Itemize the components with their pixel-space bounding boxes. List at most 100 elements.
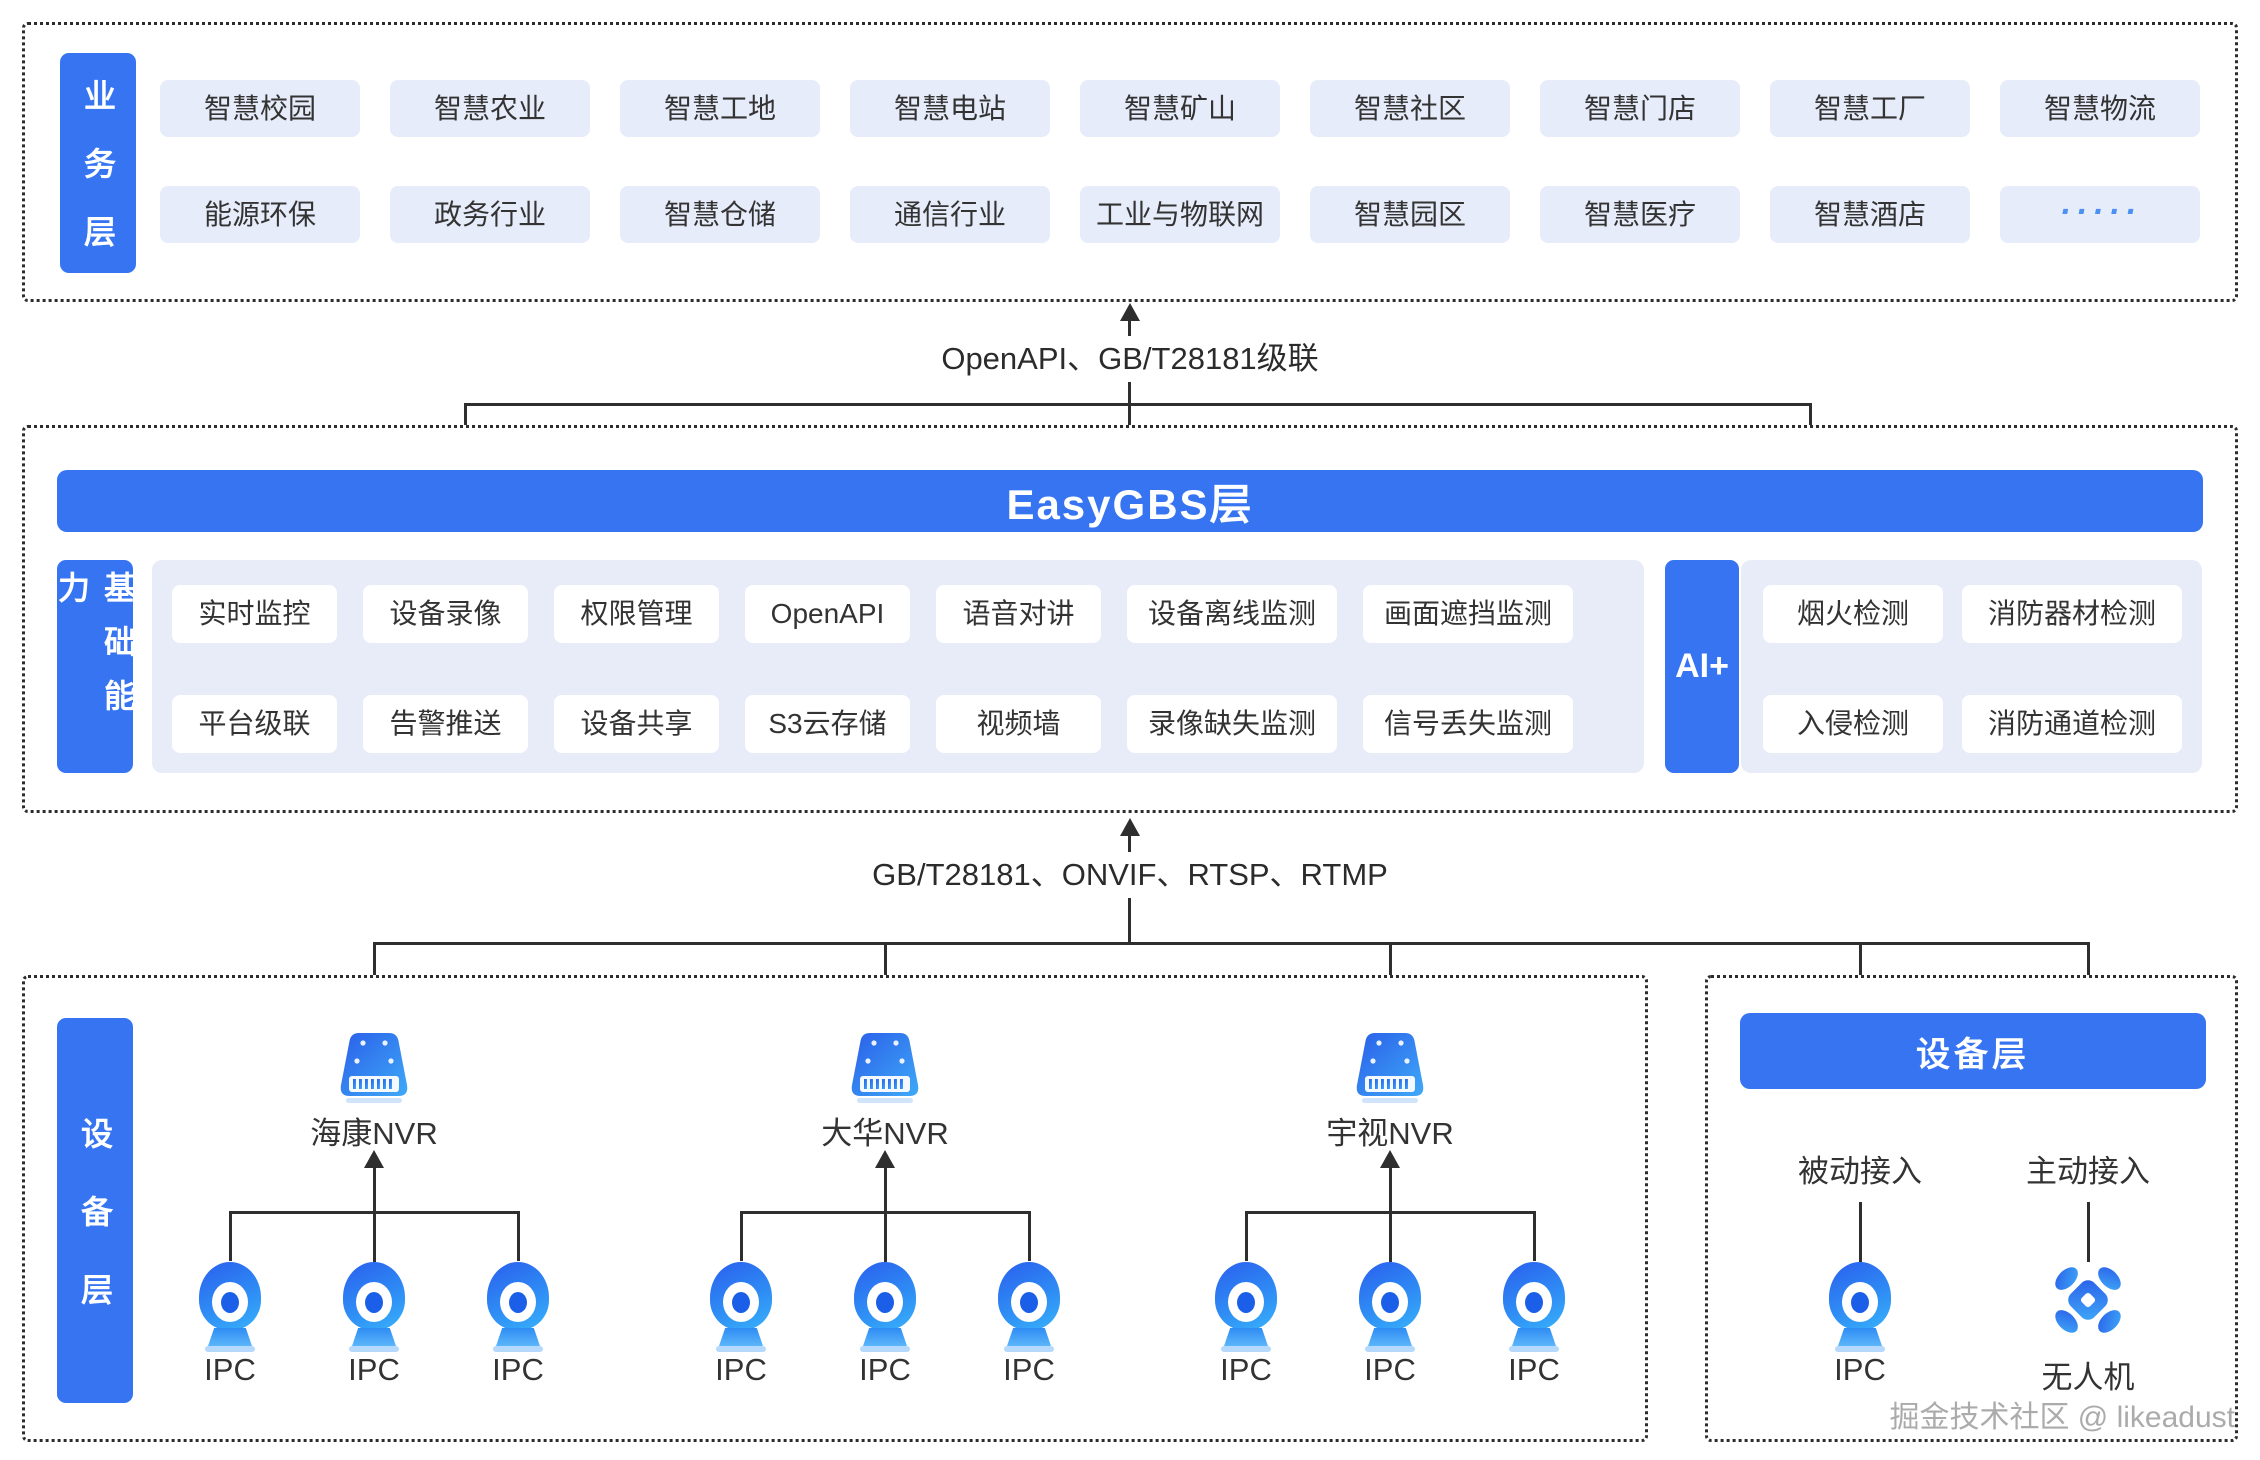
ipc-camera-icon (1359, 1262, 1421, 1352)
ellipsis-dots-icon: ····· (2000, 186, 2200, 243)
ipc-label: IPC (859, 1352, 911, 1387)
passive-access-label: 被动接入 (1798, 1154, 1922, 1189)
capability-item: S3云存储 (745, 695, 910, 753)
ipc-label: IPC (715, 1352, 767, 1387)
nvr-icon (1356, 1033, 1424, 1103)
business-item: 智慧电站 (850, 80, 1050, 137)
ipc-label: IPC (1220, 1352, 1272, 1387)
connector-line (374, 942, 2090, 945)
ai-item: 入侵检测 (1763, 695, 1943, 753)
connector-line (464, 403, 1812, 406)
capability-row: 平台级联 告警推送 设备共享 S3云存储 视频墙 录像缺失监测 信号丢失监测 (172, 695, 1573, 753)
capability-item: 实时监控 (172, 585, 337, 643)
capability-item: 语音对讲 (936, 585, 1101, 643)
ipc-camera-icon (710, 1262, 772, 1352)
ai-item: 烟火检测 (1763, 585, 1943, 643)
right-device-panel-title-text: 设备层 (1916, 1035, 2030, 1074)
ai-row: 入侵检测 消防通道检测 (1763, 695, 2182, 753)
connector-line (1244, 1211, 1248, 1261)
nvr-icon (340, 1033, 408, 1103)
connector-line (228, 1211, 232, 1261)
ipc-camera-icon (854, 1262, 916, 1352)
ai-item: 消防器材检测 (1962, 585, 2182, 643)
capability-item: 视频墙 (936, 695, 1101, 753)
connector-line (1532, 1211, 1536, 1261)
nvr-name: 海康NVR (310, 1116, 438, 1151)
easygbs-title-text: EasyGBS层 (1006, 480, 1254, 528)
capability-item: 录像缺失监测 (1127, 695, 1337, 753)
arrow-up-icon (1380, 1150, 1400, 1168)
device-layer-label: 设备层 (57, 1018, 133, 1403)
capability-item: 平台级联 (172, 695, 337, 753)
ipc-camera-icon (1503, 1262, 1565, 1352)
capability-item: 设备离线监测 (1127, 585, 1337, 643)
ipc-label: IPC (492, 1352, 544, 1387)
connector-line (1246, 1211, 1534, 1214)
nvr-group: 大华NVR IPC IPC IPC (705, 1030, 1065, 1410)
capability-label-text: 基础能力 (54, 571, 136, 733)
nvr-group: 宇视NVR IPC IPC IPC (1210, 1030, 1570, 1410)
arrow-up-icon (364, 1150, 384, 1168)
business-item: 智慧物流 (2000, 80, 2200, 137)
business-item: 智慧矿山 (1080, 80, 1280, 137)
business-item: 智慧园区 (1310, 186, 1510, 243)
right-device-panel-title: 设备层 (1740, 1013, 2206, 1089)
business-item: 通信行业 (850, 186, 1050, 243)
business-item: 政务行业 (390, 186, 590, 243)
active-access-label: 主动接入 (2026, 1154, 2150, 1189)
nvr-name: 宇视NVR (1326, 1116, 1454, 1151)
business-item: 智慧校园 (160, 80, 360, 137)
capability-item: 告警推送 (363, 695, 528, 753)
drone-icon (2055, 1267, 2121, 1333)
arrow-up-icon (1120, 303, 1140, 321)
business-item: 智慧工厂 (1770, 80, 1970, 137)
connector-line (1858, 1202, 1862, 1262)
business-layer-label-text: 业务层 (80, 79, 116, 283)
ipc-camera-icon (487, 1262, 549, 1352)
nvr-icon (851, 1033, 919, 1103)
business-item: 智慧酒店 (1770, 186, 1970, 243)
easygbs-title-bar: EasyGBS层 (57, 470, 2203, 532)
connector-line (1128, 318, 1131, 470)
connector-line (230, 1211, 518, 1214)
business-item: 智慧工地 (620, 80, 820, 137)
active-device-label: 无人机 (2041, 1360, 2135, 1395)
ai-plus-label-text: AI+ (1675, 647, 1729, 685)
ipc-camera-icon (1829, 1262, 1891, 1352)
business-item: 智慧仓储 (620, 186, 820, 243)
nvr-group: 海康NVR IPC IPC IPC (194, 1030, 554, 1410)
business-item: 智慧农业 (390, 80, 590, 137)
arrow-up-icon (875, 1150, 895, 1168)
ipc-label: IPC (1003, 1352, 1055, 1387)
business-item: 智慧医疗 (1540, 186, 1740, 243)
business-layer-box: 业务层 (22, 22, 2238, 302)
passive-device-label: IPC (1834, 1352, 1886, 1387)
ipc-label: IPC (204, 1352, 256, 1387)
ai-panel: 烟火检测 消防器材检测 入侵检测 消防通道检测 (1741, 560, 2202, 773)
ai-plus-label: AI+ (1665, 560, 1739, 773)
business-item: 能源环保 (160, 186, 360, 243)
capability-item: 信号丢失监测 (1363, 695, 1573, 753)
capability-row: 实时监控 设备录像 权限管理 OpenAPI 语音对讲 设备离线监测 画面遮挡监… (172, 585, 1573, 643)
connector-line (1388, 1166, 1392, 1262)
ipc-camera-icon (199, 1262, 261, 1352)
nvr-name: 大华NVR (821, 1116, 949, 1151)
business-item: 智慧社区 (1310, 80, 1510, 137)
ipc-label: IPC (1364, 1352, 1416, 1387)
connector-line (2086, 1202, 2090, 1262)
bottom-protocol-label: GB/T28181、ONVIF、RTSP、RTMP (856, 852, 1404, 898)
connector-line (739, 1211, 743, 1261)
arrow-up-icon (1120, 818, 1140, 836)
top-protocol-label: OpenAPI、GB/T28181级联 (925, 336, 1335, 382)
device-layer-label-text: 设备层 (77, 1116, 113, 1351)
ai-item: 消防通道检测 (1962, 695, 2182, 753)
ipc-camera-icon (998, 1262, 1060, 1352)
business-item: 智慧门店 (1540, 80, 1740, 137)
capability-item: 权限管理 (554, 585, 719, 643)
business-layer-label: 业务层 (60, 53, 136, 283)
capability-label: 基础能力 (54, 560, 136, 773)
ai-row: 烟火检测 消防器材检测 (1763, 585, 2182, 643)
connector-line (741, 1211, 1029, 1214)
ipc-camera-icon (1215, 1262, 1277, 1352)
